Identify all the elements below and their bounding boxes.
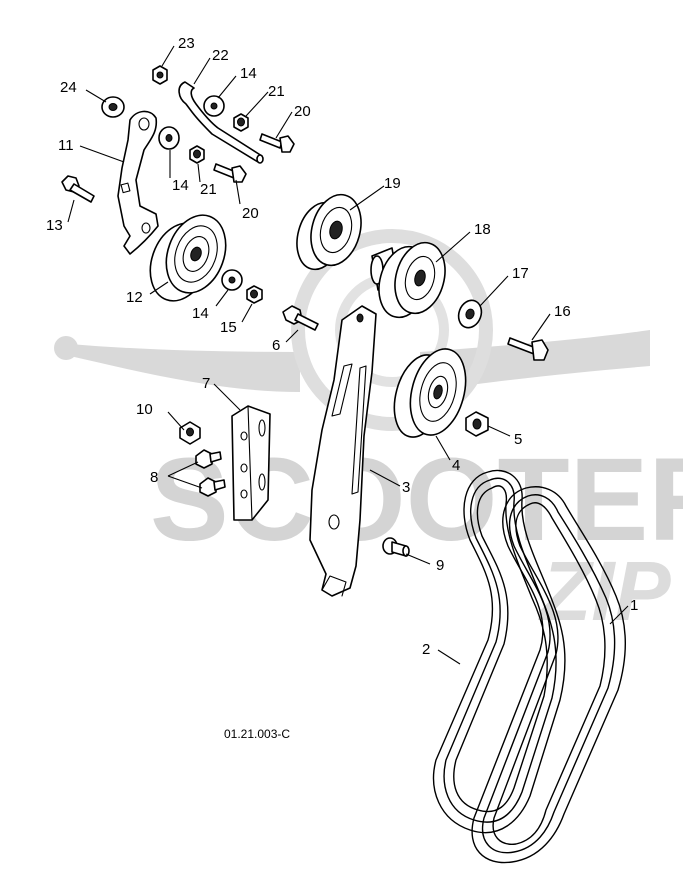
part-14-washer-top <box>203 95 225 117</box>
callout-12: 12 <box>126 289 143 306</box>
part-7-plate <box>231 405 271 521</box>
part-5-nut <box>465 411 489 437</box>
part-3-tensioner-arm <box>309 305 377 597</box>
part-6-bolt <box>282 305 319 331</box>
callout-17: 17 <box>512 265 529 282</box>
part-21-nut-right <box>233 113 249 132</box>
callout-5: 5 <box>514 431 522 448</box>
part-14-washer-middle <box>158 126 180 150</box>
watermark-text-secondary: ZIP <box>538 544 672 638</box>
part-15-nut <box>246 285 263 304</box>
drawing-code: 01.21.003-C <box>224 727 290 741</box>
part-10-nut <box>179 421 201 445</box>
part-22-rod <box>178 81 264 164</box>
callout-6: 6 <box>272 337 280 354</box>
part-1-drive-belt <box>471 486 627 864</box>
part-18-pulley <box>370 241 446 319</box>
callout-8: 8 <box>150 469 158 486</box>
part-8-bolt-lower <box>199 477 226 497</box>
leader-lines <box>67 45 629 665</box>
callout-1: 1 <box>630 597 638 614</box>
part-12-idler-pulley <box>149 214 227 302</box>
callout-24: 24 <box>60 79 77 96</box>
callout-21-right: 21 <box>268 83 285 100</box>
callout-10: 10 <box>136 401 153 418</box>
callout-20-upper: 20 <box>294 103 311 120</box>
callout-19: 19 <box>384 175 401 192</box>
callout-22: 22 <box>212 47 229 64</box>
callout-13: 13 <box>46 217 63 234</box>
part-8-bolt-upper <box>195 449 222 469</box>
callout-14-bottom: 14 <box>192 305 209 322</box>
callout-23: 23 <box>178 35 195 52</box>
part-9-pin <box>382 537 410 557</box>
part-21-nut-left <box>189 145 205 164</box>
part-24-washer <box>101 96 125 118</box>
callout-18: 18 <box>474 221 491 238</box>
callout-9: 9 <box>436 557 444 574</box>
part-4-pulley <box>393 348 467 438</box>
callout-14-middle: 14 <box>172 177 189 194</box>
part-13-bolt <box>61 175 95 203</box>
callout-15: 15 <box>220 319 237 336</box>
callouts: 23 24 22 14 21 20 11 14 21 20 13 12 14 1… <box>46 35 638 658</box>
callout-7: 7 <box>202 375 210 392</box>
part-20-bolt-lower <box>213 163 247 183</box>
callout-2: 2 <box>422 641 430 658</box>
watermark: SCOOTER ZIP <box>54 229 683 638</box>
part-11-bracket <box>117 110 159 255</box>
part-23-nut <box>152 65 168 85</box>
callout-21-left: 21 <box>200 181 217 198</box>
callout-3: 3 <box>402 479 410 496</box>
callout-14-top: 14 <box>240 65 257 82</box>
callout-11: 11 <box>58 137 74 154</box>
callout-20-lower: 20 <box>242 205 259 222</box>
part-19-pulley <box>296 193 362 271</box>
part-20-bolt-upper <box>259 133 295 153</box>
callout-4: 4 <box>452 457 460 474</box>
callout-16: 16 <box>554 303 571 320</box>
part-16-bolt <box>507 337 549 361</box>
part-17-washer <box>457 299 483 329</box>
part-14-washer-bottom <box>221 269 243 291</box>
